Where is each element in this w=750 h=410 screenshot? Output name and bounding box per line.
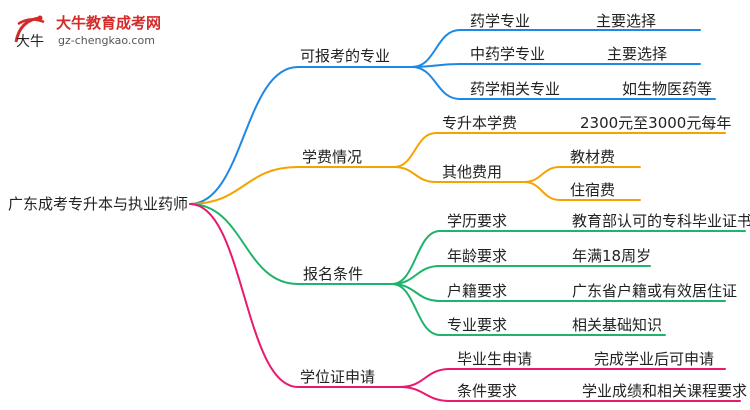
connector-degree-graduate <box>399 368 451 388</box>
node-conditions: 条件要求 <box>457 382 518 400</box>
connector-root-degree <box>189 203 299 388</box>
connector-majors-child-0 <box>411 29 461 68</box>
logo-title: 大牛教育成考网 <box>56 14 162 32</box>
node-pharmacy: 药学专业 <box>470 12 531 30</box>
node-related-majors: 药学相关专业 <box>470 80 561 98</box>
node-major-req-value: 相关基础知识 <box>572 316 663 334</box>
node-tcm-pharmacy-value: 主要选择 <box>607 45 668 63</box>
node-housing-fee: 住宿费 <box>570 181 616 199</box>
node-age-req: 年龄要求 <box>447 247 508 265</box>
node-conditions-value: 学业成绩和相关课程要求 <box>582 382 748 400</box>
root-node: 广东成考专升本与执业药师 <box>8 195 189 213</box>
logo-mark-text: 大牛 <box>16 34 44 50</box>
node-graduate-apply: 毕业生申请 <box>457 350 533 368</box>
node-graduate-apply-value: 完成学业后可申请 <box>594 350 715 368</box>
node-textbook-fee: 教材费 <box>570 148 616 166</box>
logo-url: gz-chengkao.com <box>58 34 155 47</box>
connector-tuition-other <box>393 166 437 183</box>
connector-requirements-child-0 <box>391 230 441 285</box>
site-logo: 大牛 大牛教育成考网 gz-chengkao.com <box>6 8 176 56</box>
branch-requirements: 报名条件 <box>303 265 364 283</box>
connector-other-housing <box>523 181 561 201</box>
connector-requirements-child-3 <box>391 283 441 336</box>
branch-tuition: 学费情况 <box>302 148 363 166</box>
branch-majors: 可报考的专业 <box>300 47 391 65</box>
node-education-req-value: 教育部认可的专科毕业证书 <box>572 212 750 230</box>
connector-root-requirements <box>189 203 299 285</box>
connector-tuition-upgrade <box>393 132 437 168</box>
connector-other-textbook <box>523 166 561 183</box>
node-related-majors-value: 如生物医药等 <box>622 80 713 98</box>
node-pharmacy-value: 主要选择 <box>596 12 657 30</box>
node-residence-req: 户籍要求 <box>447 282 508 300</box>
node-upgrade-tuition-value: 2300元至3000元每年 <box>580 114 732 132</box>
node-major-req: 专业要求 <box>447 316 508 334</box>
logo-icon: 大牛 <box>14 15 45 50</box>
connector-majors-child-2 <box>411 66 461 100</box>
node-other-fees: 其他费用 <box>442 163 503 181</box>
node-education-req: 学历要求 <box>447 212 508 230</box>
node-tcm-pharmacy: 中药学专业 <box>470 45 546 63</box>
node-age-req-value: 年满18周岁 <box>572 247 652 265</box>
node-upgrade-tuition: 专升本学费 <box>442 114 518 132</box>
branch-degree: 学位证申请 <box>300 368 376 386</box>
connector-root-tuition <box>189 166 299 205</box>
connector-root-majors <box>189 66 299 205</box>
connector-degree-conditions <box>399 386 451 402</box>
node-residence-req-value: 广东省户籍或有效居住证 <box>572 282 738 300</box>
